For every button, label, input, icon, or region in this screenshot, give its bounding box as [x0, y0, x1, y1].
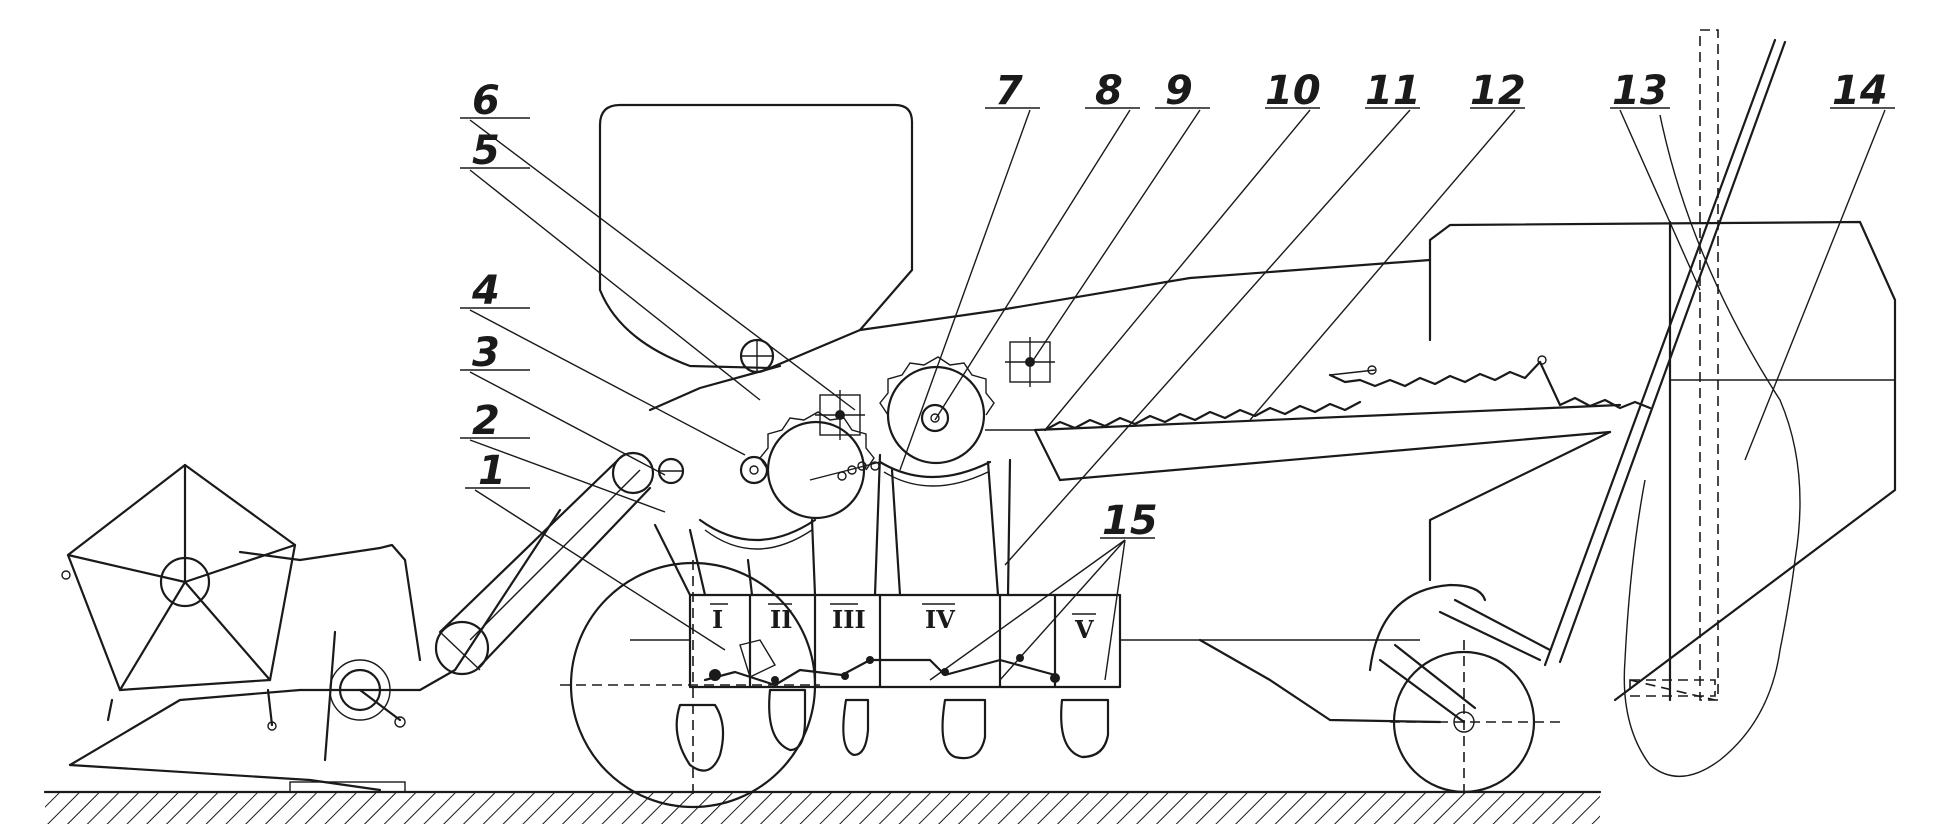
header-platform — [68, 508, 562, 793]
main-body — [648, 220, 1897, 702]
grain-tank — [598, 103, 914, 374]
label-12: 12 — [1470, 68, 1526, 114]
label-13: 13 — [1612, 68, 1668, 114]
label-11: 11 — [1365, 68, 1421, 114]
section-feet — [675, 688, 1110, 772]
threshing-drum-front — [698, 411, 875, 550]
label-14: 14 — [1832, 68, 1888, 114]
reel — [61, 463, 297, 731]
section-label-5: V — [1074, 615, 1094, 644]
drum-linkage — [809, 429, 1035, 481]
straw-walkers — [1043, 355, 1652, 432]
sections-box — [630, 453, 1420, 689]
dashed-frame — [1629, 29, 1719, 701]
section-label-3: III — [832, 605, 866, 634]
callout-labels: 1 2 3 4 5 6 7 8 9 10 11 12 13 14 15 — [471, 68, 1888, 544]
section-label-4: IV — [925, 605, 955, 634]
label-10: 10 — [1265, 68, 1321, 114]
sprocket-box-2 — [1005, 337, 1055, 387]
label-4: 4 — [471, 268, 500, 314]
section-labels: I II III IV V — [710, 603, 1096, 644]
label-2: 2 — [472, 398, 500, 444]
leader-lines — [469, 109, 1886, 681]
straw-tank — [1623, 114, 1801, 777]
label-9: 9 — [1165, 68, 1193, 114]
section-label-2: II — [770, 605, 792, 634]
section-label-1: I — [712, 605, 723, 634]
label-7: 7 — [995, 68, 1023, 114]
beater-roller — [657, 457, 685, 485]
label-15: 15 — [1102, 498, 1158, 544]
threshing-drum-rear — [878, 356, 995, 487]
label-3: 3 — [472, 330, 500, 376]
label-6: 6 — [472, 78, 500, 124]
bottom-chain — [703, 639, 1060, 687]
label-1: 1 — [478, 448, 506, 494]
sprocket-box-1 — [815, 390, 865, 440]
unloading-auger — [1543, 38, 1787, 667]
label-underlines — [460, 107, 1895, 539]
label-5: 5 — [472, 128, 500, 174]
ground — [43, 790, 1602, 824]
rear-steering-wheel — [1198, 583, 1560, 800]
feeder-conveyor — [434, 451, 655, 676]
label-8: 8 — [1095, 68, 1123, 114]
